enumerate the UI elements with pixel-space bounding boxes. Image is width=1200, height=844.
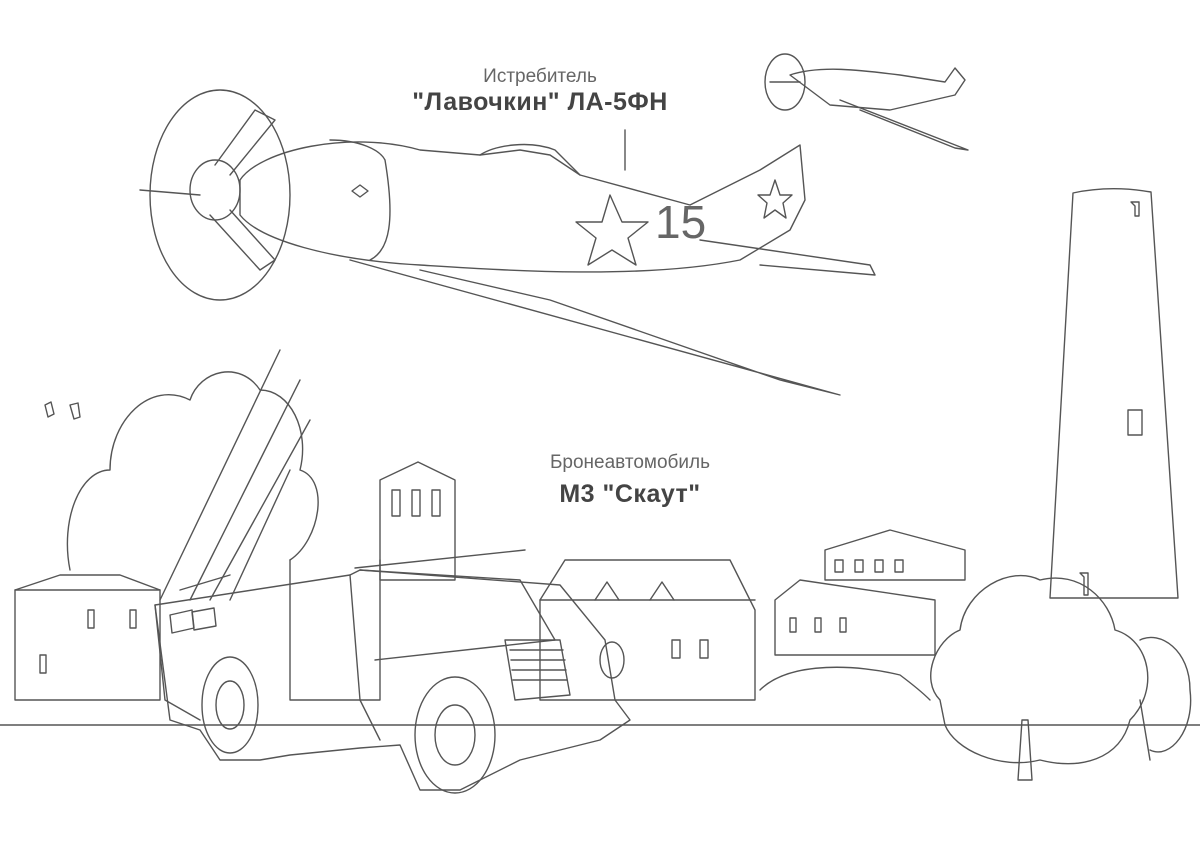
- house-middle: [539, 559, 756, 701]
- vehicle-caption: Бронеавтомобиль М3 "Скаут": [500, 452, 760, 509]
- house-right: [774, 529, 966, 656]
- tree: [930, 575, 1192, 781]
- plane-tail-number: 15: [655, 196, 707, 248]
- plane-type-label: Истребитель: [483, 66, 597, 87]
- plane-model-label: "Лавочкин" ЛА-5ФН: [412, 88, 668, 116]
- church-building: [289, 461, 456, 701]
- vehicle-model-label: М3 "Скаут": [559, 480, 701, 508]
- plane-caption: Истребитель "Лавочкин" ЛА-5ФН: [400, 66, 680, 117]
- tower: [1049, 188, 1179, 599]
- left-building: [14, 574, 161, 701]
- hedge: [759, 666, 931, 701]
- small-fighter-plane: [764, 53, 969, 151]
- explosion-smoke: [44, 349, 319, 601]
- la-5fn-fighter-plane: [139, 89, 876, 396]
- vehicle-type-label: Бронеавтомобиль: [549, 452, 711, 473]
- armored-car-m3-scout: [154, 549, 631, 794]
